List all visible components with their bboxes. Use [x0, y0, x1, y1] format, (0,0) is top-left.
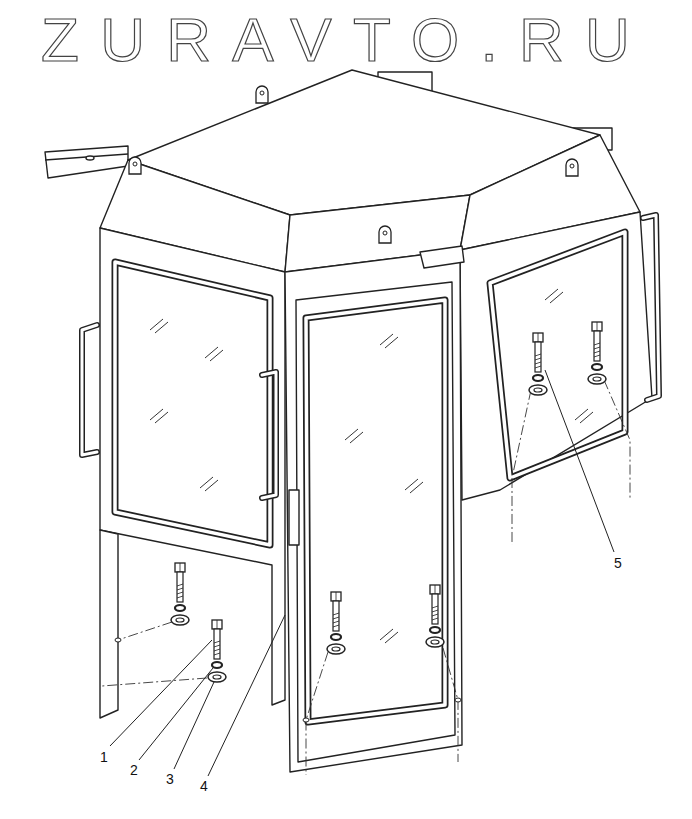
leader-lines [545, 370, 614, 552]
handrails [262, 372, 276, 498]
callout-number: 1 [100, 750, 108, 764]
window-frames [306, 300, 445, 722]
cab-body [100, 530, 118, 718]
handrails [82, 325, 97, 455]
cab-body [100, 228, 285, 705]
center-lines [443, 648, 458, 762]
window-frames [115, 262, 270, 545]
handrails [82, 325, 97, 455]
glass-hatching [200, 477, 218, 491]
cab-body [86, 156, 94, 160]
mounting-holes [115, 638, 461, 722]
glass-hatching [150, 409, 168, 423]
watermark: ZURAVTO.RU [41, 9, 651, 71]
handrails [262, 372, 276, 498]
bolt-sets [426, 585, 444, 647]
leader-lines [110, 640, 212, 746]
bolt-sets [327, 592, 345, 654]
mounting-holes [455, 698, 461, 702]
center-lines [118, 622, 172, 640]
cab-body [285, 250, 462, 772]
window-frames [115, 232, 625, 722]
glass-hatching [345, 429, 363, 443]
glass-hatching [380, 629, 398, 643]
handrails [643, 215, 659, 400]
glass-hatching [545, 289, 563, 303]
callout-number: 4 [200, 779, 208, 793]
window-frames [115, 262, 270, 545]
center-lines [306, 652, 328, 775]
center-lines [102, 678, 207, 686]
glass-hatching [575, 409, 593, 423]
callout-number: 5 [614, 556, 622, 570]
center-lines [512, 390, 531, 545]
bolt-sets [171, 563, 189, 625]
leader-lines [174, 682, 214, 769]
callout-number: 3 [166, 772, 174, 786]
mounting-holes [115, 638, 121, 642]
glass-hatching [205, 347, 223, 361]
bolt-sets [171, 322, 606, 682]
cab-body [420, 246, 464, 268]
lifting-lugs [379, 226, 391, 243]
callout-number: 2 [130, 763, 138, 777]
cab-body [289, 490, 299, 545]
lifting-lugs [566, 159, 578, 176]
cab-body [45, 154, 128, 160]
leader-lines [139, 668, 213, 760]
bolt-sets [588, 322, 606, 384]
window-frames [490, 232, 625, 478]
window-frames [490, 232, 625, 478]
handrails [643, 215, 659, 400]
cab-body [296, 282, 455, 762]
bolt-sets [529, 333, 547, 395]
cab-body [45, 146, 128, 178]
glass-hatching [380, 334, 398, 348]
window-frames [306, 300, 445, 722]
lifting-lugs [129, 86, 578, 243]
center-lines [102, 380, 630, 775]
glass-hatching [150, 319, 168, 333]
glass-hatching [150, 289, 593, 643]
cab-body [460, 212, 652, 500]
mounting-holes [303, 718, 309, 722]
lifting-lugs [256, 86, 268, 103]
center-lines [604, 380, 630, 500]
lifting-lugs [129, 157, 141, 174]
leader-lines [110, 370, 614, 776]
leader-lines [208, 615, 285, 776]
glass-hatching [405, 479, 423, 493]
bolt-sets [208, 620, 226, 682]
handrails [82, 215, 659, 498]
cab-body [45, 70, 652, 772]
